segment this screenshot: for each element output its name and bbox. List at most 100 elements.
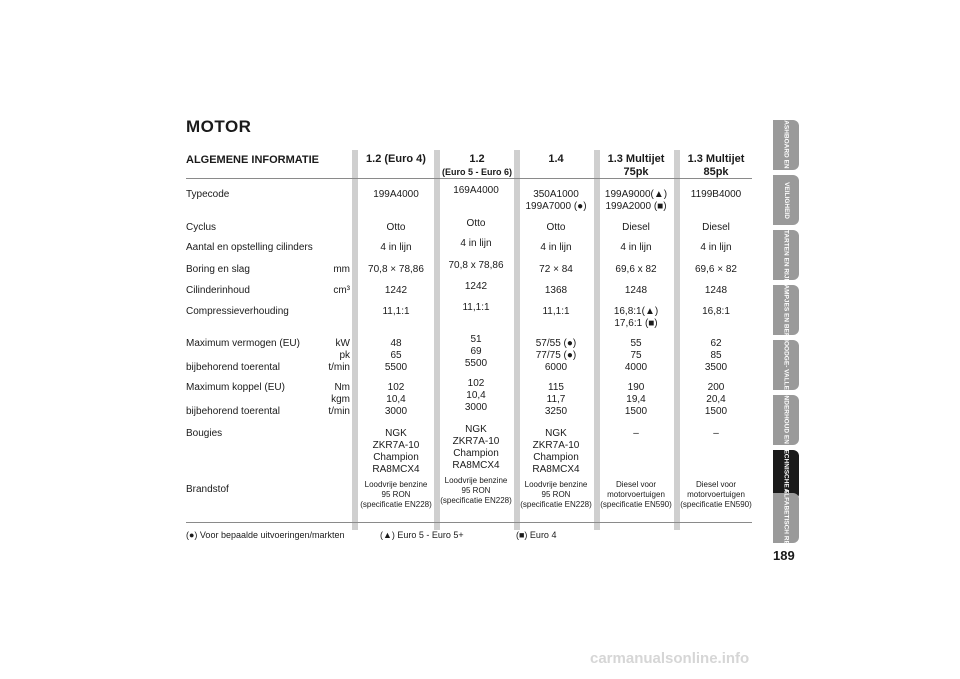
table-cell: 4 in lijn — [540, 242, 572, 253]
table-cell: 70,8 × 78,86 — [368, 264, 424, 275]
table-cell: Diesel voor motorvoertuigen (specificati… — [600, 480, 672, 509]
unit: t/min — [328, 406, 350, 417]
table-cell: 102 10,4 3000 — [464, 378, 488, 413]
side-tab-label: ONDERHOUD EN ZORG — [782, 390, 790, 465]
column-subtitle: (Euro 5 - Euro 6) — [441, 167, 512, 177]
table-cell: 1199B4000 — [690, 189, 742, 200]
column-header-4: 1.3 Multijet 75pk — [600, 153, 672, 179]
side-tab-label: STARTEN EN RIJDEN — [782, 225, 790, 292]
table-cell: – — [633, 428, 639, 439]
watermark: carmanualsonline.info — [590, 650, 750, 667]
table-cell: 62 85 3500 — [704, 338, 728, 373]
unit: Nm kgm — [331, 382, 350, 405]
table-cell: 1248 — [624, 285, 648, 296]
table-cell: 1248 — [704, 285, 728, 296]
table-cell: 169A4000 — [453, 185, 499, 196]
table-cell: NGK ZKR7A-10 Champion RA8MCX4 — [452, 424, 500, 471]
unit: cm³ — [333, 285, 350, 296]
side-tab-label: DASHBOARD EN BEDIENING — [782, 115, 790, 207]
row-label-cyclus: Cyclus — [186, 222, 217, 233]
side-tab[interactable]: NOODGE- VALLEN — [773, 336, 799, 394]
page-number: 189 — [773, 548, 795, 563]
table-cell: 11,1:1 — [542, 306, 570, 317]
side-tab[interactable]: ALFABETISCH REGISTER — [773, 488, 799, 569]
table-cell: Loodvrije benzine 95 RON (specificatie E… — [360, 480, 432, 509]
table-cell: 1368 — [544, 285, 568, 296]
column-title: 1.3 Multijet — [687, 153, 745, 165]
table-cell: Loodvrije benzine 95 RON (specificatie E… — [440, 476, 512, 505]
column-header-5: 1.3 Multijet 85pk — [680, 153, 752, 179]
section-title: ALGEMENE INFORMATIE — [186, 154, 320, 166]
table-cell: 69,6 × 82 — [695, 264, 737, 275]
table-cell: Otto — [546, 222, 566, 233]
column-band — [594, 150, 600, 530]
row-label-compressie: Compressieverhouding — [186, 306, 289, 317]
column-header-2: 1.2 (Euro 5 - Euro 6) — [440, 153, 514, 179]
column-header-1: 1.2 (Euro 4) — [360, 153, 432, 166]
table-cell: Loodvrije benzine 95 RON (specificatie E… — [520, 480, 592, 509]
side-tab-label: ALFABETISCH REGISTER — [782, 488, 790, 569]
side-tab-label: NOODGE- VALLEN — [782, 335, 790, 395]
row-label-cilinders: Aantal en opstelling cilinders — [186, 242, 313, 253]
table-cell: NGK ZKR7A-10 Champion RA8MCX4 — [372, 428, 420, 475]
unit: kW pk — [335, 338, 350, 361]
table-cell: 199A4000 — [373, 189, 419, 200]
side-tab[interactable]: TECHNISCHE GEGEVENS — [773, 445, 799, 526]
table-cell: Diesel voor motorvoertuigen (specificati… — [680, 480, 752, 509]
table-cell: 72 × 84 — [539, 264, 573, 275]
footnote-square: (■) Euro 4 — [516, 530, 557, 540]
table-cell: 57/55 (●) 77/75 (●) 6000 — [535, 338, 577, 373]
table-bottom-rule — [186, 522, 752, 523]
table-cell: 55 75 4000 — [624, 338, 648, 373]
unit: mm — [333, 264, 350, 275]
side-tab[interactable]: ONDERHOUD EN ZORG — [773, 390, 799, 464]
table-cell: 1242 — [384, 285, 408, 296]
unit: t/min — [328, 362, 350, 373]
table-cell: 11,1:1 — [462, 302, 490, 313]
table-cell: 1242 — [464, 281, 488, 292]
side-tab[interactable]: VEILIGHEID — [773, 175, 799, 225]
table-cell: 4 in lijn — [380, 242, 412, 253]
row-label-brandstof: Brandstof — [186, 484, 229, 495]
page-title: MOTOR — [186, 117, 252, 136]
column-band — [514, 150, 520, 530]
row-label-typecode: Typecode — [186, 189, 230, 200]
column-subtitle: 75pk — [623, 166, 649, 178]
table-cell: Otto — [386, 222, 406, 233]
table-cell: 11,1:1 — [382, 306, 410, 317]
table-cell: 115 11,7 3250 — [544, 382, 568, 417]
side-tab[interactable]: LAMPJES EN BERICHTEN — [773, 280, 799, 361]
table-cell: 4 in lijn — [700, 242, 732, 253]
column-band — [352, 150, 358, 530]
row-label-bougies: Bougies — [186, 428, 223, 439]
table-cell: 48 65 5500 — [384, 338, 408, 373]
table-cell: 350A1000 199A7000 (●) — [525, 189, 587, 212]
column-subtitle: 85pk — [703, 166, 729, 178]
column-band — [434, 150, 440, 530]
table-cell: 4 in lijn — [620, 242, 652, 253]
row-label-koppel: Maximum koppel (EU) Nm kgm bijbehorend t… — [186, 382, 350, 417]
table-cell: Otto — [466, 218, 486, 229]
table-cell: – — [713, 428, 719, 439]
table-cell: 190 19,4 1500 — [624, 382, 648, 417]
column-header-3: 1.4 — [520, 153, 592, 166]
table-cell: NGK ZKR7A-10 Champion RA8MCX4 — [532, 428, 580, 475]
side-tab[interactable]: DASHBOARD EN BEDIENING — [773, 115, 799, 206]
row-label-vermogen: Maximum vermogen (EU) kW pk bijbehorend … — [186, 338, 350, 373]
header-divider — [186, 178, 752, 179]
footnote-triangle: (▲) Euro 5 - Euro 5+ — [380, 530, 464, 540]
column-title: 1.2 (Euro 4) — [366, 153, 426, 165]
row-label-inhoud: Cilinderinhoud cm³ — [186, 285, 350, 296]
footnote-circle: (●) Voor bepaalde uitvoeringen/markten — [186, 530, 345, 540]
table-cell: Diesel — [702, 222, 730, 233]
table-cell: 16,8:1(▲) 17,6:1 (■) — [613, 306, 659, 329]
table-cell: 70,8 x 78,86 — [448, 260, 504, 271]
table-cell: 102 10,4 3000 — [384, 382, 408, 417]
side-tab-label: LAMPJES EN BERICHTEN — [782, 280, 790, 362]
table-cell: Diesel — [622, 222, 650, 233]
column-title: 1.3 Multijet — [607, 153, 665, 165]
table-cell: 16,8:1 — [702, 306, 730, 317]
column-band — [674, 150, 680, 530]
row-label-boring: Boring en slag mm — [186, 264, 350, 275]
side-tab[interactable]: STARTEN EN RIJDEN — [773, 225, 799, 292]
